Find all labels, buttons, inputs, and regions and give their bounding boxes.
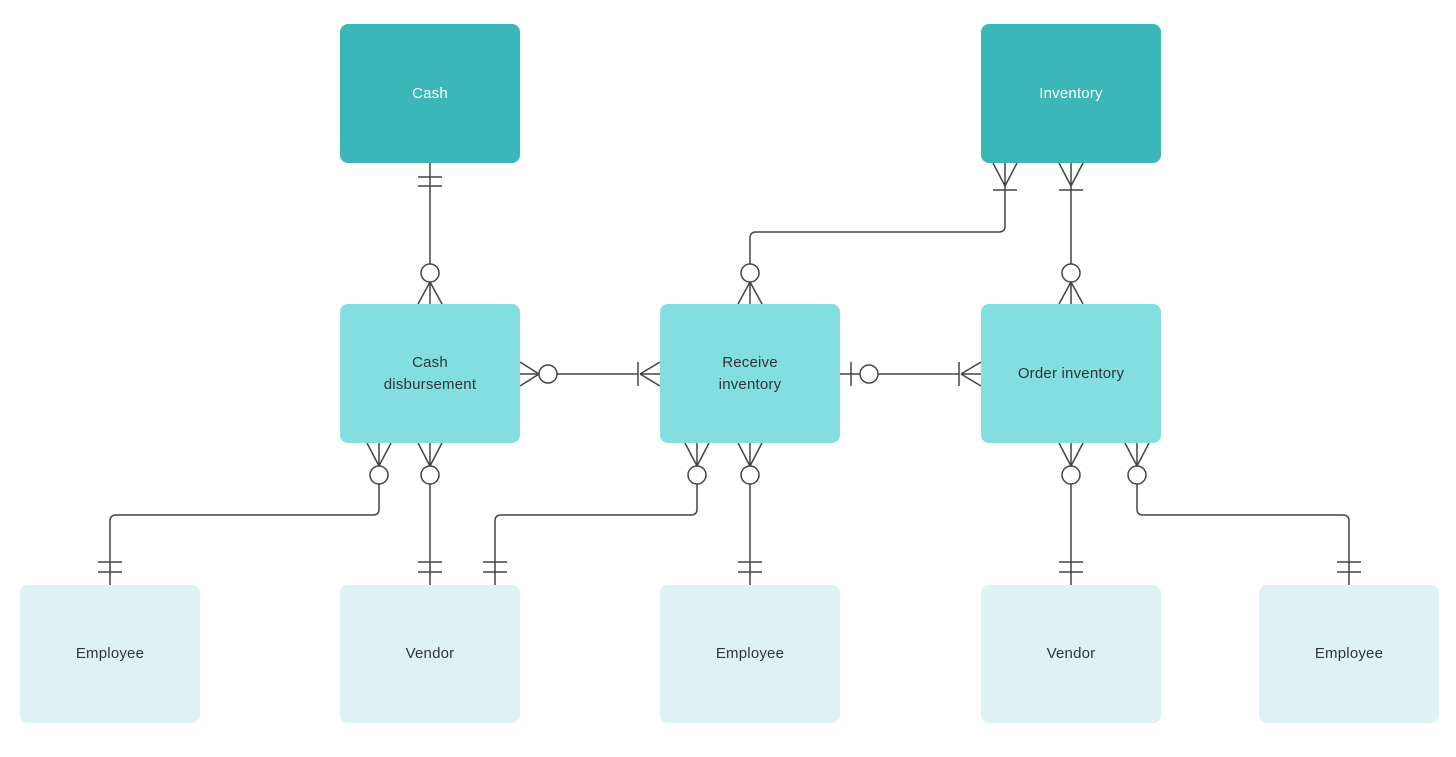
cardinality-many-icon: [639, 361, 661, 387]
cardinality-many-icon: [417, 281, 443, 305]
cardinality-many-icon: [1058, 442, 1084, 467]
cardinality-zero-icon: [420, 263, 440, 283]
cardinality-one-and-only-one-icon: [98, 561, 122, 573]
node-cash[interactable]: Cash: [340, 24, 520, 163]
cardinality-many-icon: [1124, 442, 1150, 467]
node-label: Cash disbursement: [383, 353, 477, 393]
node-label: Inventory: [1039, 84, 1103, 102]
cardinality-many-icon: [519, 361, 540, 387]
cardinality-many-icon: [992, 162, 1018, 187]
node-order-inventory[interactable]: Order inventory: [981, 304, 1161, 443]
cardinality-one-and-only-one-icon: [738, 561, 762, 573]
node-employee-2[interactable]: Employee: [660, 585, 840, 723]
cardinality-zero-icon: [687, 465, 707, 485]
node-label: Order inventory: [1017, 364, 1125, 382]
cardinality-many-icon: [366, 442, 392, 467]
cardinality-one-and-only-one-icon: [1337, 561, 1361, 573]
node-vendor-2[interactable]: Vendor: [981, 585, 1161, 723]
connector-inventory--order-inventory[interactable]: [1058, 162, 1084, 305]
connector-cash-disbursement--vendor-1[interactable]: [417, 442, 443, 585]
connector-cash-disbursement--employee-1[interactable]: [98, 442, 392, 585]
cardinality-one-and-only-one-icon: [483, 561, 507, 573]
node-label: Vendor: [405, 645, 455, 663]
node-employee-3[interactable]: Employee: [1259, 585, 1439, 723]
cardinality-many-icon: [684, 442, 710, 467]
cardinality-zero-icon: [1061, 263, 1081, 283]
cardinality-zero-icon: [740, 465, 760, 485]
cardinality-many-icon: [417, 442, 443, 467]
cardinality-many-icon: [737, 442, 763, 467]
connector-cash--cash-disbursement[interactable]: [417, 163, 443, 305]
cardinality-many-icon: [1058, 281, 1084, 305]
connector-cash-disbursement--receive-inventory[interactable]: [519, 361, 661, 387]
connector-receive-inventory--order-inventory[interactable]: [840, 361, 982, 387]
node-label: Receive inventory: [718, 353, 782, 393]
node-label: Cash: [412, 84, 448, 102]
connector-receive-inventory--vendor-1[interactable]: [483, 442, 710, 585]
cardinality-many-icon: [737, 281, 763, 305]
node-employee-1[interactable]: Employee: [20, 585, 200, 723]
cardinality-many-icon: [1058, 162, 1084, 187]
connector-receive-inventory--employee-2[interactable]: [737, 442, 763, 585]
node-inventory[interactable]: Inventory: [981, 24, 1161, 163]
node-receive-inventory[interactable]: Receive inventory: [660, 304, 840, 443]
cardinality-zero-icon: [859, 364, 879, 384]
cardinality-one-and-only-one-icon: [418, 176, 442, 187]
cardinality-one-and-only-one-icon: [1059, 561, 1083, 573]
cardinality-zero-icon: [1061, 465, 1081, 485]
cardinality-zero-icon: [1127, 465, 1147, 485]
connector-order-inventory--employee-3[interactable]: [1124, 442, 1361, 585]
cardinality-zero-icon: [538, 364, 558, 384]
connector-order-inventory--vendor-2[interactable]: [1058, 442, 1084, 585]
node-cash-disbursement[interactable]: Cash disbursement: [340, 304, 520, 443]
cardinality-many-icon: [960, 361, 982, 387]
cardinality-zero-icon: [740, 263, 760, 283]
connector-inventory--receive-inventory[interactable]: [737, 162, 1018, 305]
node-label: Employee: [715, 645, 785, 663]
node-vendor-1[interactable]: Vendor: [340, 585, 520, 723]
cardinality-one-and-only-one-icon: [418, 561, 442, 573]
cardinality-zero-icon: [369, 465, 389, 485]
node-label: Employee: [1314, 645, 1384, 663]
node-label: Vendor: [1046, 645, 1096, 663]
node-label: Employee: [75, 645, 145, 663]
cardinality-zero-icon: [420, 465, 440, 485]
